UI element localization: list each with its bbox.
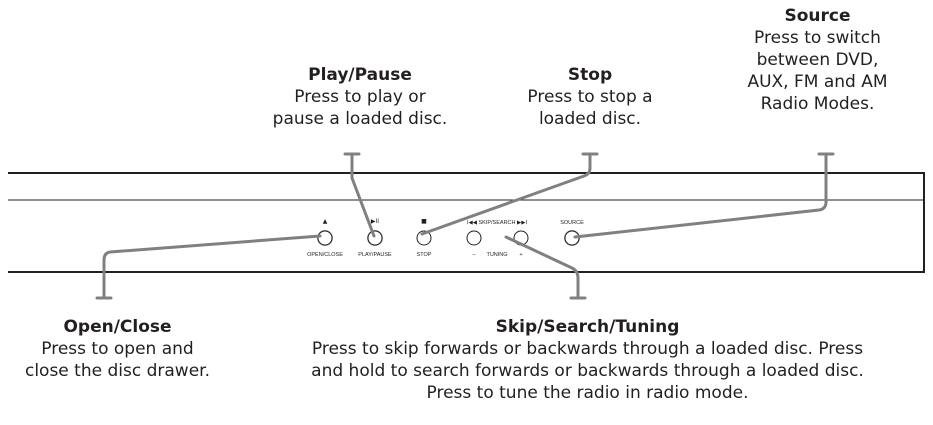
stop-leader-line bbox=[420, 152, 592, 236]
skip-search-label: I◀◀ SKIP/SEARCH ▶▶I bbox=[467, 220, 527, 226]
callout-play-pause: Play/Pause Press to play or pause a load… bbox=[260, 64, 460, 130]
open-close-label: OPEN/CLOSE bbox=[307, 252, 343, 258]
stop-symbol: ■ bbox=[421, 218, 427, 225]
callout-play-pause-description: Press to play or pause a loaded disc. bbox=[272, 87, 448, 129]
skip-back-button[interactable] bbox=[466, 230, 482, 246]
open-close-leader-line bbox=[102, 234, 322, 300]
callout-source: Source Press to switch between DVD, AUX,… bbox=[715, 5, 920, 115]
callout-play-pause-title: Play/Pause bbox=[308, 65, 412, 85]
callout-open-close-description: Press to open and close the disc drawer. bbox=[24, 339, 210, 381]
source-button[interactable] bbox=[564, 230, 580, 246]
tuning-label: TUNING bbox=[486, 252, 507, 258]
callout-open-close-title: Open/Close bbox=[63, 317, 172, 337]
skip-search-tuning-leader-line bbox=[504, 235, 580, 300]
callout-skip-search-tuning: Skip/Search/Tuning Press to skip forward… bbox=[255, 316, 920, 404]
play-pause-button[interactable] bbox=[367, 230, 383, 246]
callout-skip-search-tuning-title: Skip/Search/Tuning bbox=[495, 317, 680, 337]
stop-button[interactable] bbox=[416, 230, 432, 246]
open-close-button[interactable] bbox=[317, 230, 333, 246]
callout-source-description: Press to switch between DVD, AUX, FM and… bbox=[747, 28, 888, 114]
stop-label: STOP bbox=[417, 252, 432, 258]
callout-stop: Stop Press to stop a loaded disc. bbox=[500, 64, 680, 130]
callout-stop-description: Press to stop a loaded disc. bbox=[527, 87, 653, 129]
open-close-symbol: ▲ bbox=[323, 218, 328, 225]
play-pause-symbol: ▶II bbox=[371, 218, 379, 225]
source-label: SOURCE bbox=[560, 220, 584, 226]
callout-open-close: Open/Close Press to open and close the d… bbox=[0, 316, 235, 382]
callout-skip-search-tuning-description: Press to skip forwards or backwards thro… bbox=[311, 339, 864, 403]
source-leader-line bbox=[573, 152, 828, 239]
tuning-minus: – bbox=[472, 252, 476, 258]
play-pause-label: PLAY/PAUSE bbox=[358, 252, 392, 258]
tuning-plus: + bbox=[519, 252, 522, 258]
callout-stop-title: Stop bbox=[567, 65, 613, 85]
callout-source-title: Source bbox=[784, 6, 851, 26]
play-pause-leader-line bbox=[350, 152, 376, 238]
